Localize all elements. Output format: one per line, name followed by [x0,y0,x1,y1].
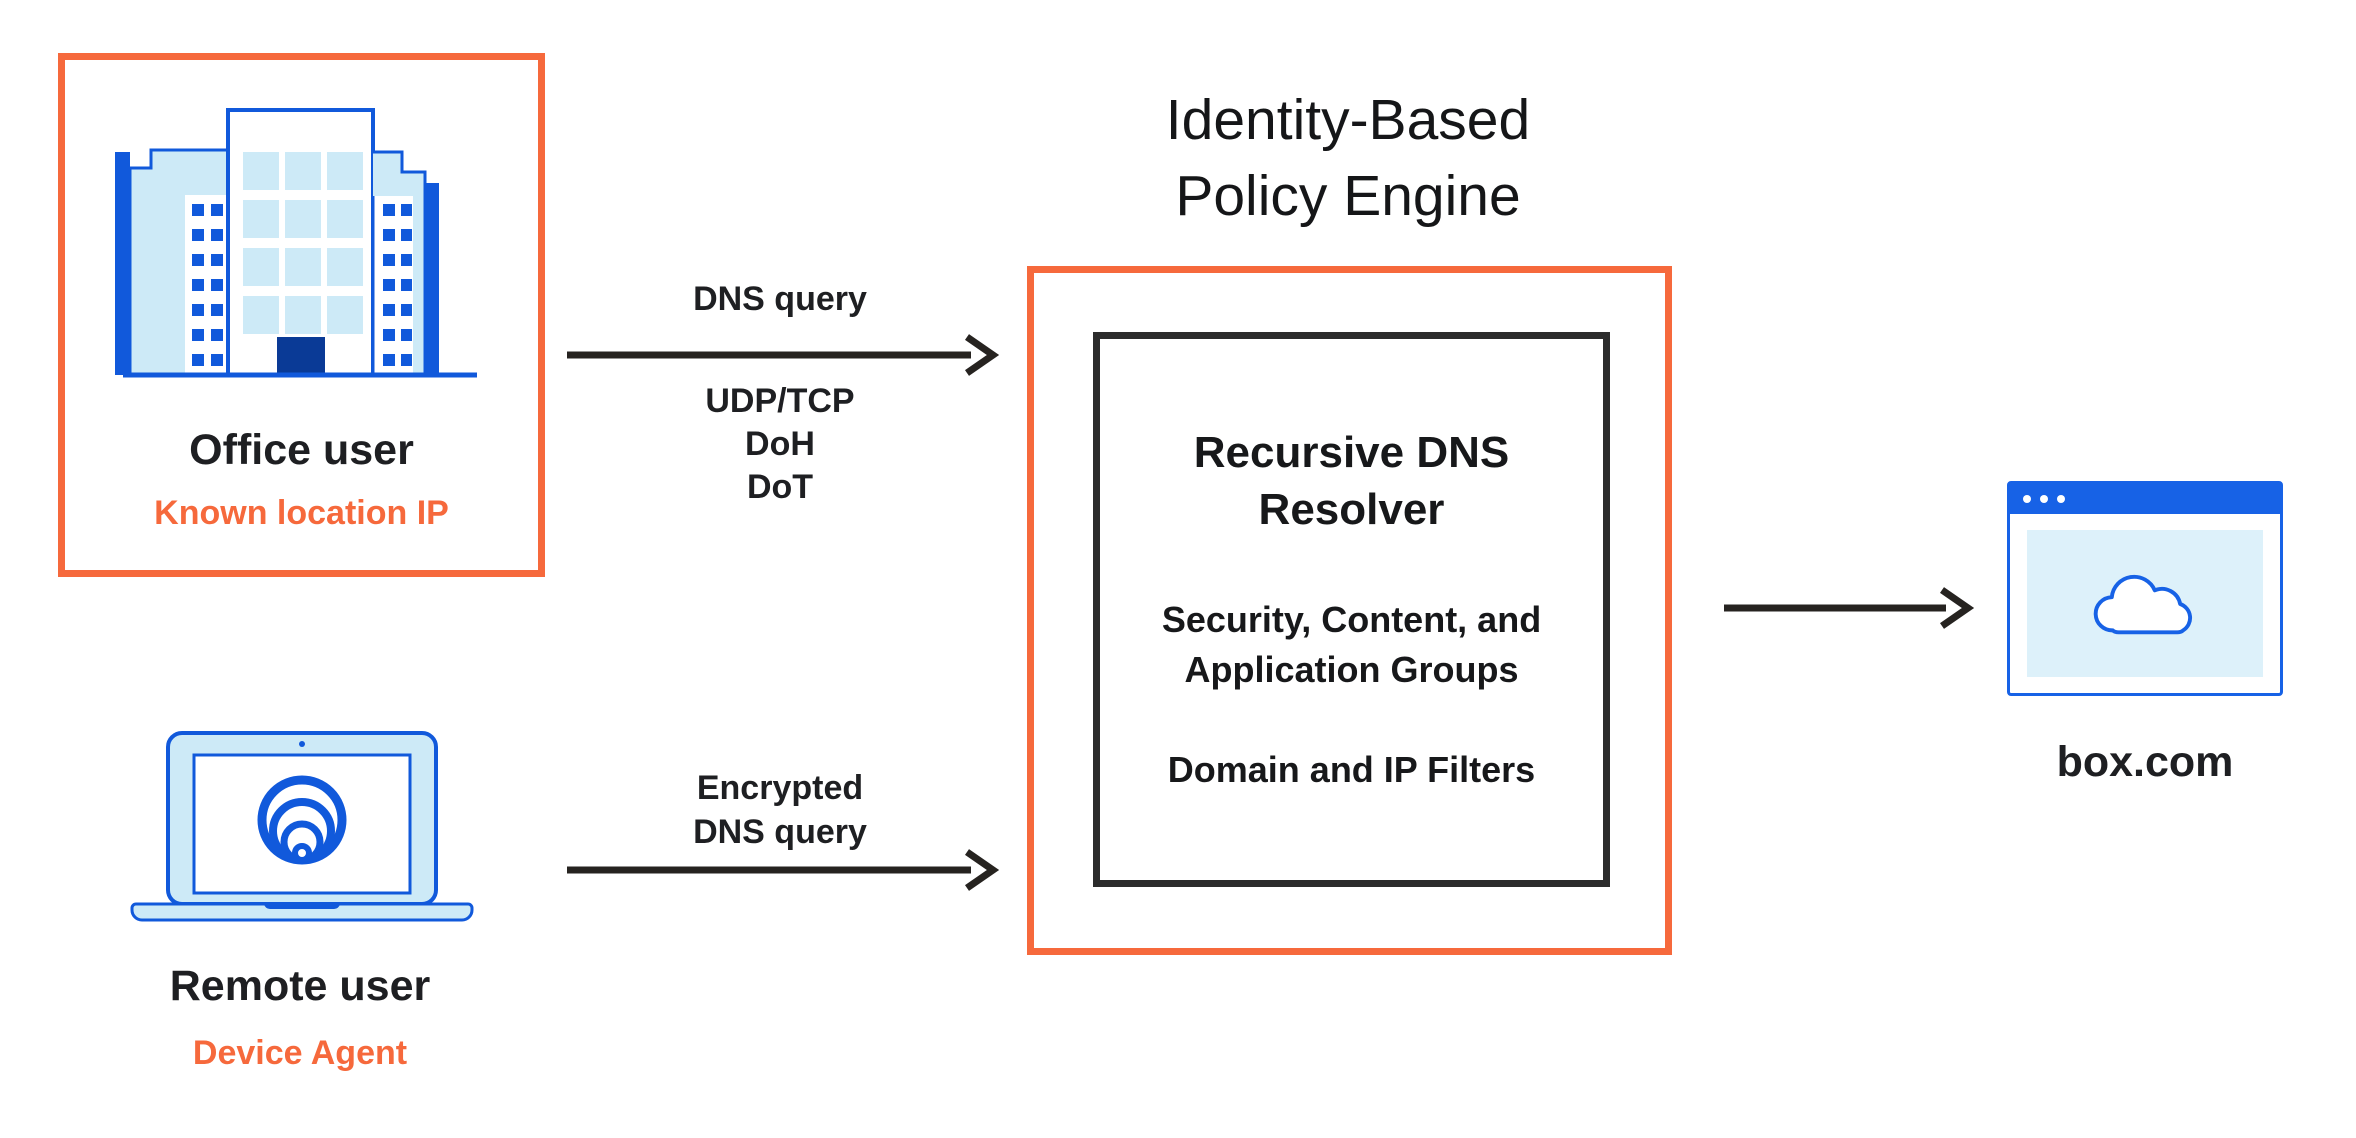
browser-title-bar [2010,484,2280,514]
resolver-title-line2: Resolver [1258,485,1445,534]
dns-query-label: DNS query [693,280,867,318]
resolver-groups-line2: Application Groups [1184,649,1519,690]
protocol-item: UDP/TCP [705,382,855,420]
encrypted-label-line1: Encrypted [696,769,864,807]
resolver-title-line1: Recursive DNS [1193,428,1510,477]
resolver-filters-text: Domain and IP Filters [1167,749,1536,790]
destination-label: box.com [2056,738,2234,786]
remote-user-sublabel: Device Agent [192,1034,408,1072]
arrow-right-icon [567,334,1000,376]
browser-content-area [2027,530,2263,677]
sonar-circles-icon [257,775,347,865]
office-user-sublabel: Known location IP [154,494,449,532]
resolver-groups-text: Security, Content, and Application Group… [1093,595,1610,695]
arrow-right-icon [1724,587,1975,629]
arrow-right-icon [567,849,1000,891]
office-user-label: Office user [189,426,414,474]
diagram-title-line2: Policy Engine [1175,164,1521,228]
browser-dot [2040,495,2048,503]
browser-dot [2023,495,2031,503]
resolver-groups-line1: Security, Content, and [1161,599,1542,640]
browser-window-icon [2007,481,2283,696]
protocol-item: DoH [745,425,815,463]
remote-user-label: Remote user [169,962,431,1010]
diagram-title: Identity-Based Policy Engine [1008,82,1688,234]
dns-protocols-list: UDP/TCP DoH DoT [565,380,995,509]
cloud-icon [2093,574,2193,634]
browser-dot [2057,495,2065,503]
encrypted-dns-query-label: Encrypted DNS query [565,766,995,854]
encrypted-label-line2: DNS query [693,813,867,851]
protocol-item: DoT [746,468,814,506]
diagram-title-line1: Identity-Based [1165,88,1531,152]
laptop-icon [130,731,474,922]
recursive-resolver-box [1093,332,1610,887]
resolver-title: Recursive DNS Resolver [1093,424,1610,538]
office-building-icon [115,108,477,378]
